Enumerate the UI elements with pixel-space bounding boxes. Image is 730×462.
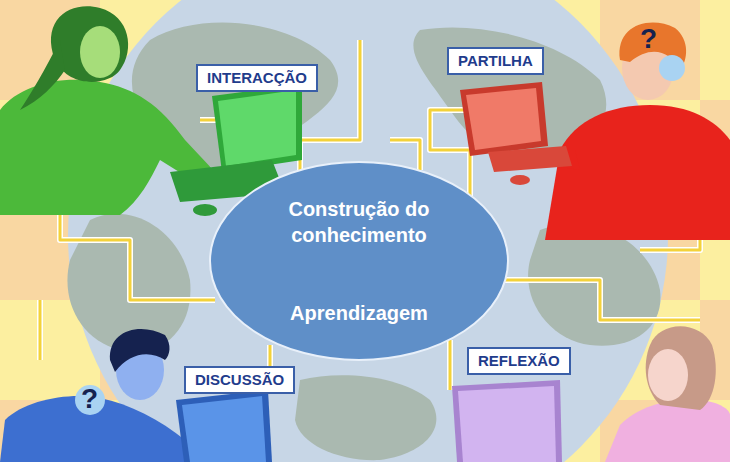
circuit-lines-part (60, 215, 215, 300)
blue-laptop (176, 390, 272, 462)
circuit-lines-part (505, 280, 700, 320)
green-woman-part (80, 26, 120, 78)
concept-text: Construção do conhecimento (208, 196, 510, 248)
blue-laptop-part (176, 390, 272, 462)
ellipse-outline (208, 160, 510, 362)
blue-man-part (110, 329, 170, 372)
pink-woman-part (605, 400, 730, 462)
red-laptop-part (460, 82, 548, 156)
label-box: INTERACÇÃO (196, 64, 318, 92)
center-ellipse: Construção do conhecimentoAprendizagem (208, 160, 510, 362)
label-text: INTERACÇÃO (207, 69, 307, 87)
green-laptop-part (218, 90, 296, 166)
red-laptop-part (466, 88, 541, 150)
blue-man-part (75, 385, 105, 415)
pink-woman (605, 326, 730, 462)
circuit-lines-part (300, 40, 360, 170)
green-laptop-part (193, 204, 217, 216)
red-man-part (659, 55, 685, 81)
circuit-lines-part (60, 215, 215, 300)
label-box: PARTILHA (447, 47, 544, 75)
blue-laptop-part (182, 396, 266, 462)
ellipse-shape (210, 162, 508, 360)
red-man-part (545, 105, 730, 240)
pink-laptop (452, 380, 562, 462)
circuit-lines-part (449, 340, 452, 390)
globe-part (295, 375, 436, 460)
label-text: DISCUSSÃO (195, 371, 284, 389)
result-text: Aprendizagem (208, 300, 510, 326)
red-laptop-part (510, 175, 530, 185)
question-mark: ? (81, 384, 98, 414)
circuit-lines-part (300, 40, 360, 170)
red-laptop-part (488, 146, 572, 172)
circuit-lines-part (39, 300, 42, 360)
pink-laptop-part (452, 380, 562, 462)
green-woman-part (20, 40, 65, 110)
circuit-lines-part (37, 300, 43, 360)
globe-part (528, 224, 660, 346)
label-box: REFLEXÃO (467, 347, 571, 375)
label-text: PARTILHA (458, 52, 533, 70)
circuit-lines-part (447, 340, 453, 390)
pink-woman-part (648, 349, 688, 401)
question-mark: ? (640, 24, 657, 54)
circuit-lines-part (505, 280, 700, 320)
label-box: DISCUSSÃO (184, 366, 295, 394)
green-laptop-part (212, 84, 302, 172)
blue-man (0, 329, 200, 462)
label-text: REFLEXÃO (478, 352, 560, 370)
pink-woman-part (646, 326, 716, 410)
red-man (530, 23, 730, 240)
red-laptop (460, 82, 572, 185)
pink-laptop-part (458, 386, 556, 462)
